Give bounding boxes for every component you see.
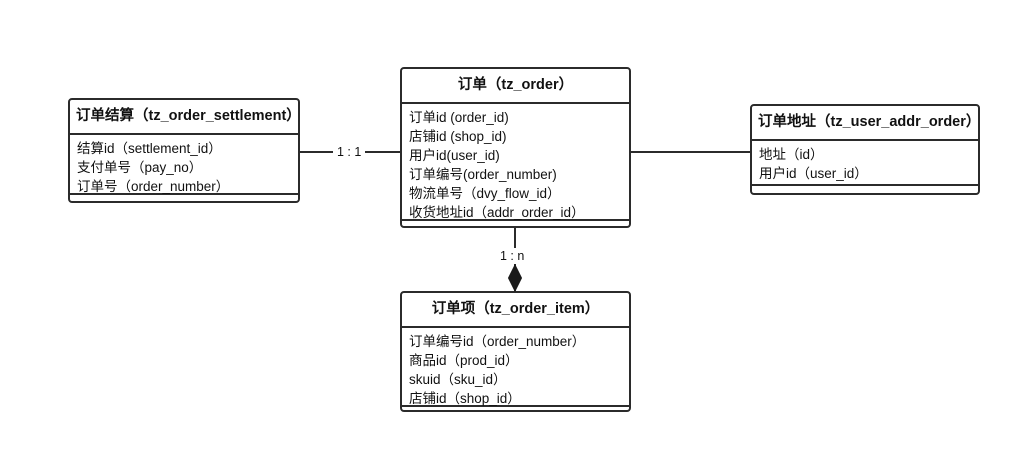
entity-order-settlement[interactable]: 订单结算（tz_order_settlement） 结算id（settlemen… [68, 98, 301, 203]
attr-row: 用户id(user_id) [409, 147, 500, 163]
attr-row: 物流单号（dvy_flow_id） [409, 185, 561, 201]
relation-label-settlement-order: 1 : 1 [333, 144, 366, 160]
attr-row: 商品id（prod_id） [409, 352, 519, 368]
entity-attrs-order-item: 订单编号id（order_number） 商品id（prod_id） skuid… [402, 328, 629, 407]
entity-title-order: 订单（tz_order） [402, 69, 629, 104]
attr-row: 收货地址id（addr_order_id） [409, 204, 585, 220]
diamond-marker-icon [507, 264, 523, 292]
attr-row: 店铺id (shop_id) [409, 128, 507, 144]
entity-attrs-order: 订单id (order_id) 店铺id (shop_id) 用户id(user… [402, 104, 629, 221]
entity-user-addr-order[interactable]: 订单地址（tz_user_addr_order） 地址（id） 用户id（use… [750, 104, 980, 195]
entity-title-order-item: 订单项（tz_order_item） [402, 293, 629, 328]
attr-row: 订单编号(order_number) [409, 166, 557, 182]
entity-order[interactable]: 订单（tz_order） 订单id (order_id) 店铺id (shop_… [400, 67, 631, 228]
entity-title-user-addr-order: 订单地址（tz_user_addr_order） [752, 106, 980, 141]
entity-title-order-settlement: 订单结算（tz_order_settlement） [70, 100, 301, 135]
entity-attrs-user-addr-order: 地址（id） 用户id（user_id） [752, 141, 978, 186]
entity-order-item[interactable]: 订单项（tz_order_item） 订单编号id（order_number） … [400, 291, 631, 412]
attr-row: 订单号（order_number） [77, 178, 230, 194]
attr-row: skuid（sku_id） [409, 371, 507, 387]
attr-row: 订单id (order_id) [409, 109, 509, 125]
attr-row: 地址（id） [759, 146, 824, 162]
attr-row: 订单编号id（order_number） [409, 333, 586, 349]
edge-order-to-address [630, 151, 751, 153]
attr-row: 支付单号（pay_no） [77, 159, 203, 175]
attr-row: 结算id（settlement_id） [77, 140, 222, 156]
entity-attrs-order-settlement: 结算id（settlement_id） 支付单号（pay_no） 订单号（ord… [70, 135, 298, 195]
attr-row: 用户id（user_id） [759, 165, 868, 181]
relation-label-order-item: 1 : n [496, 248, 529, 264]
attr-row: 店铺id（shop_id） [409, 390, 521, 406]
